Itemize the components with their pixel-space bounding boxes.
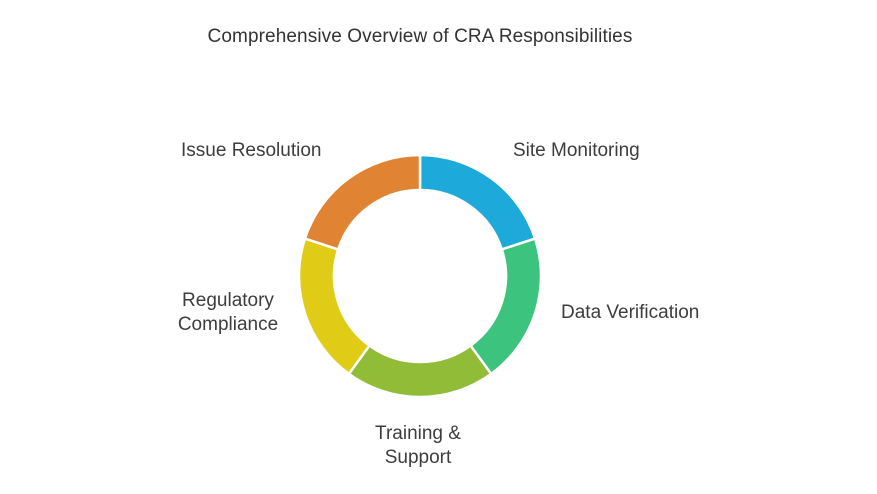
label-line: Compliance bbox=[177, 314, 279, 335]
label-line: Site Monitoring bbox=[513, 140, 640, 161]
segment-issue-resolution bbox=[303, 153, 422, 251]
diagram-title: Comprehensive Overview of CRA Responsibi… bbox=[207, 26, 633, 47]
label-site-monitoring: Site Monitoring bbox=[513, 139, 640, 163]
segment-regulatory-compliance bbox=[297, 237, 372, 376]
label-issue-resolution: Issue Resolution bbox=[181, 139, 321, 163]
label-training-support: Training & Support bbox=[358, 422, 478, 470]
label-regulatory-compliance: Regulatory Compliance bbox=[160, 289, 296, 337]
label-line: Issue Resolution bbox=[181, 140, 322, 161]
label-line: Support bbox=[384, 447, 452, 468]
label-line: Data Verification bbox=[561, 302, 700, 323]
label-line: Training & bbox=[375, 423, 461, 444]
label-data-verification: Data Verification bbox=[561, 301, 699, 325]
segment-site-monitoring bbox=[418, 153, 537, 251]
segment-data-verification bbox=[468, 237, 543, 376]
segment-training-support bbox=[347, 343, 493, 399]
label-line: Regulatory bbox=[182, 290, 274, 311]
